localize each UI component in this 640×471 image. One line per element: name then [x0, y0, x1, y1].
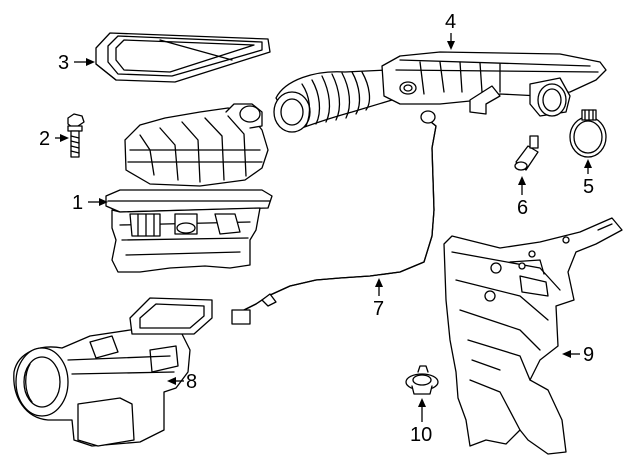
callout-10: 10 — [410, 398, 432, 446]
air-inlet-duct[interactable] — [13, 297, 213, 447]
callout-3: 3 — [58, 52, 95, 74]
callout-2: 2 — [39, 128, 69, 150]
callout-number: 10 — [410, 424, 432, 446]
callout-number: 6 — [517, 197, 528, 219]
splash-shield[interactable] — [443, 217, 623, 455]
push-pin-retainer[interactable] — [405, 365, 439, 395]
callout-8: 8 — [167, 371, 197, 393]
callout-number: 3 — [58, 52, 69, 74]
callout-4: 4 — [445, 11, 456, 50]
bolt[interactable] — [67, 113, 85, 158]
crankcase-vent-hose[interactable] — [231, 110, 437, 325]
callout-number: 4 — [445, 11, 456, 33]
callout-5: 5 — [583, 159, 594, 198]
hose-clamp[interactable] — [569, 109, 607, 158]
callout-number: 5 — [583, 176, 594, 198]
callout-number: 7 — [373, 298, 384, 320]
callout-number: 8 — [186, 371, 197, 393]
callout-number: 1 — [72, 192, 83, 214]
callout-9: 9 — [562, 344, 594, 366]
callout-number: 9 — [583, 344, 594, 366]
air-cleaner-housing[interactable] — [105, 103, 273, 273]
callout-1: 1 — [72, 192, 108, 214]
air-temperature-sensor[interactable] — [514, 135, 539, 171]
air-filter-element[interactable] — [95, 32, 271, 83]
callout-6: 6 — [517, 176, 528, 219]
air-intake-duct[interactable] — [273, 51, 607, 133]
callout-number: 2 — [39, 128, 50, 150]
callout-7: 7 — [373, 278, 384, 320]
